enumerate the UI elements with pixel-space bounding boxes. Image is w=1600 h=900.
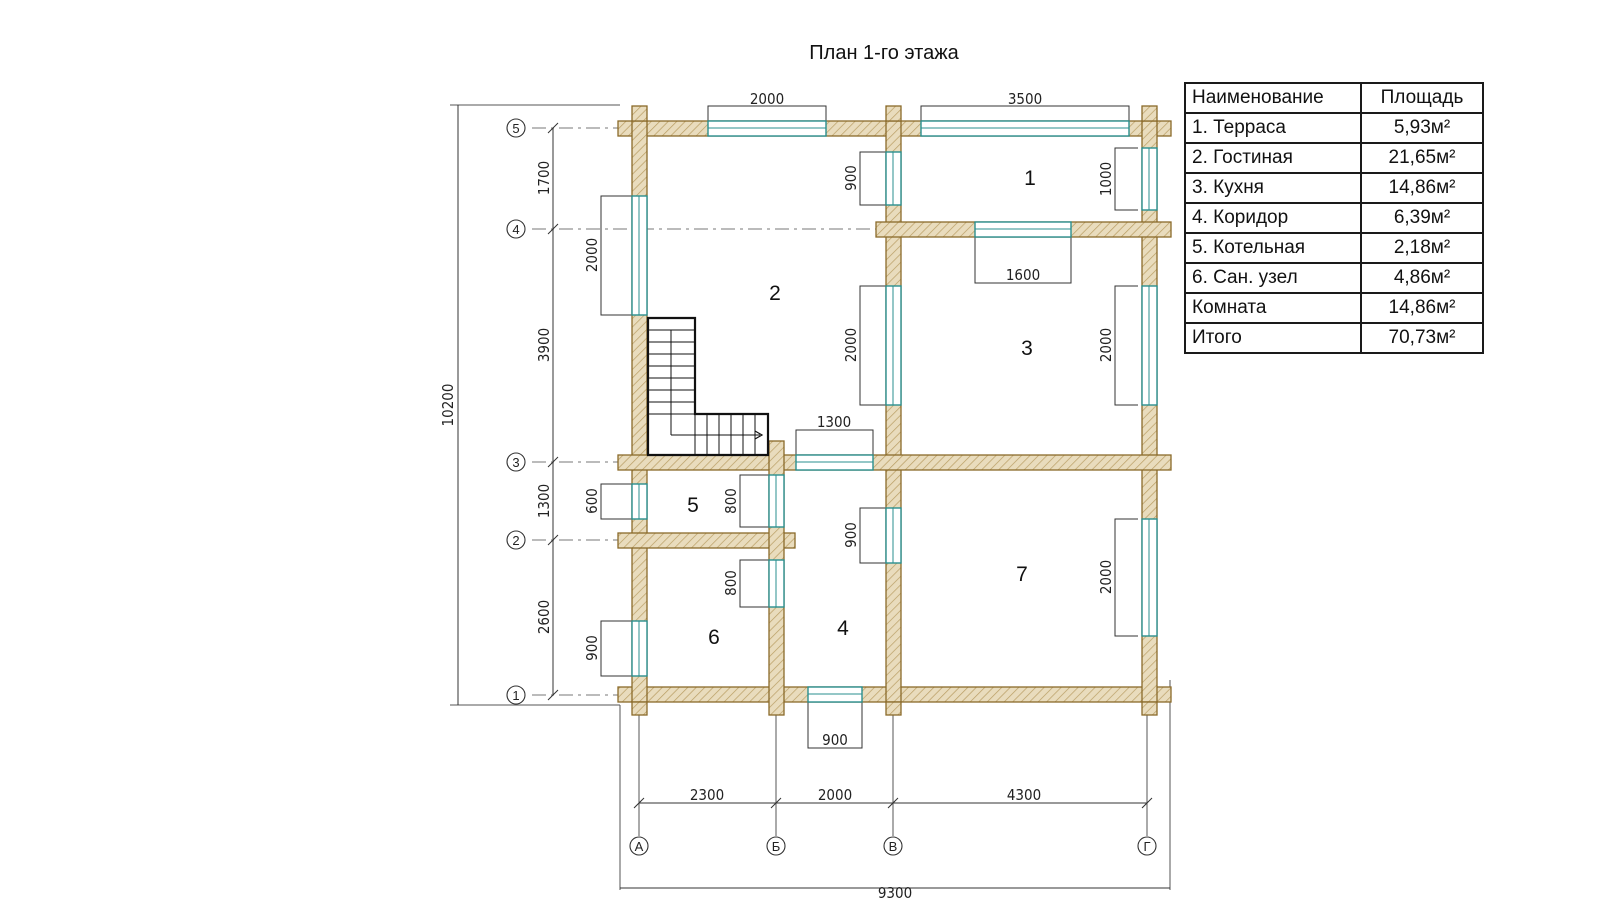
table-cell: 4. Коридор <box>1184 202 1362 234</box>
table-cell: 1. Терраса <box>1184 112 1362 144</box>
table-cell: 14,86м² <box>1360 172 1484 204</box>
axis-label: 4 <box>512 222 519 237</box>
window-dimension: 600 <box>583 488 601 514</box>
window-dimension: 2000 <box>750 90 784 108</box>
left-dimension: 1700 <box>535 161 553 195</box>
grid-axis-lines <box>532 127 1160 696</box>
window-dimension: 800 <box>722 570 740 596</box>
table-cell: 2,18м² <box>1360 232 1484 264</box>
table-cell: 5. Котельная <box>1184 232 1362 264</box>
left-dimension: 2600 <box>535 600 553 634</box>
plan-title: План 1-го этажа <box>809 42 959 64</box>
table-cell: 2. Гостиная <box>1184 142 1362 174</box>
window-dimension: 900 <box>822 731 848 749</box>
overall-height-dimension: 10200 <box>439 384 457 427</box>
window-dimension: 1300 <box>817 413 851 431</box>
axis-label: А <box>635 839 644 854</box>
window-dimension: 900 <box>842 522 860 548</box>
table-cell: Комната <box>1184 292 1362 324</box>
table-cell: 21,65м² <box>1360 142 1484 174</box>
window-dimension: 2000 <box>1097 560 1115 594</box>
axis-label: 2 <box>512 533 519 548</box>
extension-lines <box>450 104 1171 890</box>
axis-label: Г <box>1143 839 1150 854</box>
window-dimension: 900 <box>583 635 601 661</box>
room-number: 6 <box>708 626 720 649</box>
window-dimension: 2000 <box>842 328 860 362</box>
axis-label: 5 <box>512 121 519 136</box>
table-header-cell: Наименование <box>1184 82 1362 114</box>
bottom-dimension: 4300 <box>1007 786 1041 804</box>
axis-label: Б <box>772 839 781 854</box>
table-cell: 5,93м² <box>1360 112 1484 144</box>
window-dimension: 3500 <box>1008 90 1042 108</box>
table-cell: 3. Кухня <box>1184 172 1362 204</box>
table-cell: 6. Сан. узел <box>1184 262 1362 294</box>
table-cell: 4,86м² <box>1360 262 1484 294</box>
table-cell: Итого <box>1184 322 1362 354</box>
axis-label: 1 <box>512 688 519 703</box>
window-dimension: 800 <box>722 488 740 514</box>
left-dimension: 3900 <box>535 328 553 362</box>
table-header-cell: Площадь <box>1360 82 1484 114</box>
room-number: 7 <box>1016 563 1028 586</box>
overall-width-dimension: 9300 <box>878 884 912 900</box>
room-number: 5 <box>687 494 699 517</box>
table-cell: 14,86м² <box>1360 292 1484 324</box>
dimension-lines <box>457 105 1170 889</box>
axis-markers <box>506 118 1157 856</box>
window-dimension: 2000 <box>1097 328 1115 362</box>
axis-label: 3 <box>512 455 519 470</box>
room-number: 2 <box>769 282 781 305</box>
table-cell: 70,73м² <box>1360 322 1484 354</box>
table-cell: 6,39м² <box>1360 202 1484 234</box>
room-number: 4 <box>837 617 849 640</box>
left-dimension: 1300 <box>535 484 553 518</box>
axis-label: В <box>889 839 898 854</box>
window-dimension: 2000 <box>583 238 601 272</box>
window-dimension: 1600 <box>1006 266 1040 284</box>
bottom-dimension: 2000 <box>818 786 852 804</box>
window-dimension: 900 <box>842 165 860 191</box>
floor-plan: 5 4 3 2 1 А Б В Г 1 2 3 4 5 6 7 2000 350… <box>439 90 1172 900</box>
room-number: 1 <box>1024 167 1036 190</box>
staircase <box>646 316 770 457</box>
room-number: 3 <box>1021 337 1033 360</box>
table-header-row: Наименование Площадь <box>1184 82 1484 114</box>
bottom-dimension: 2300 <box>690 786 724 804</box>
window-dimension: 1000 <box>1097 162 1115 196</box>
